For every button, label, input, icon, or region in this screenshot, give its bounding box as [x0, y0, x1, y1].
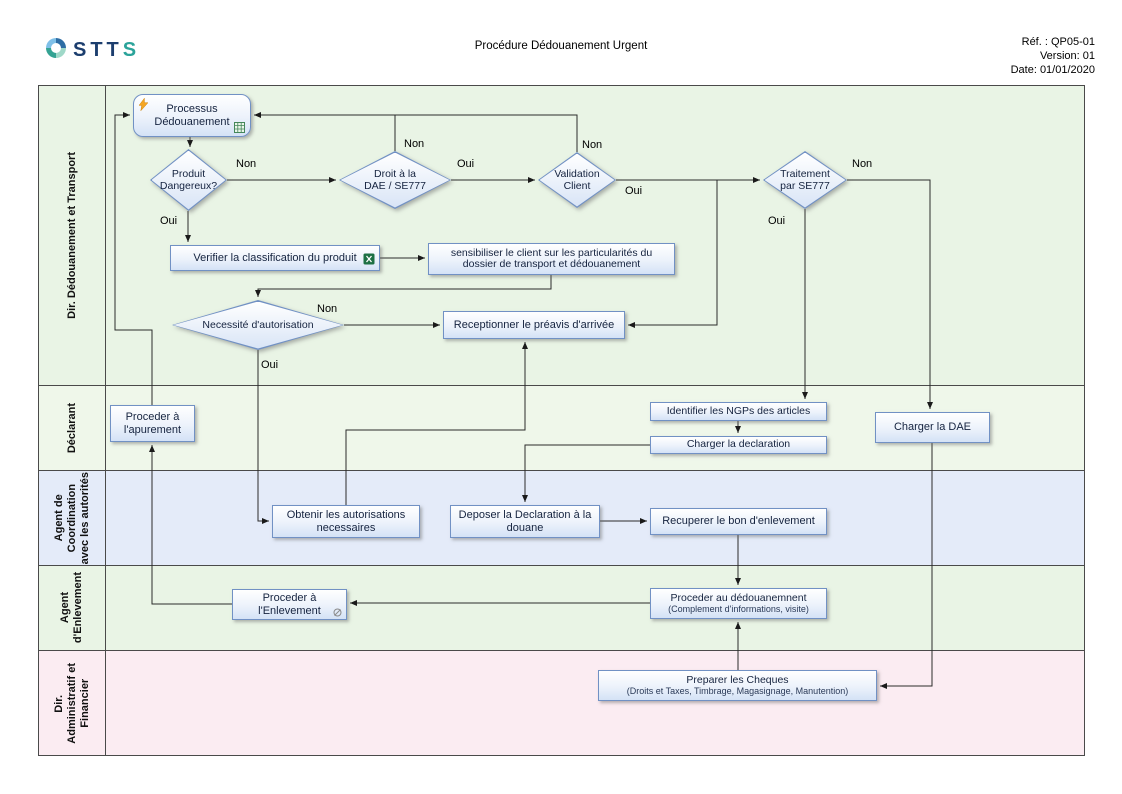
node-processus-dedouanement: Processus Dédouanement	[133, 94, 251, 137]
node-proceder-dedouanement: Proceder au dédouanemnent (Complement d'…	[650, 588, 827, 619]
node-charger-dae: Charger la DAE	[875, 412, 990, 443]
edge-label-oui: Oui	[457, 158, 475, 170]
lane-label: Dir. Dédouanement et Transport	[39, 86, 106, 385]
edge-label-non: Non	[582, 139, 603, 151]
node-sensibiliser-client: sensibiliser le client sur les particula…	[428, 243, 675, 275]
node-produit-dangereux: Produit Dangereux?	[150, 149, 227, 211]
link-icon	[333, 608, 342, 617]
lane-label: Agent d'Enlevement	[39, 566, 106, 650]
node-preparer-cheques: Preparer les Cheques (Droits et Taxes, T…	[598, 670, 877, 701]
edge-label-non: Non	[317, 303, 338, 315]
node-droit-dae-se777: Droit à la DAE / SE777	[339, 151, 451, 209]
node-traitement-se777: Traitement par SE777	[763, 151, 847, 209]
stts-logo-icon	[44, 36, 68, 65]
edge-label-oui: Oui	[768, 215, 786, 227]
node-charger-declaration: Charger la declaration	[650, 436, 827, 454]
page-title: Procédure Dédouanement Urgent	[474, 40, 648, 52]
edge-label-non: Non	[404, 138, 425, 150]
lane-agent-enlevement: Agent d'Enlevement	[38, 565, 1085, 651]
stts-logo: STTS	[44, 36, 140, 65]
edge-label-oui: Oui	[625, 185, 643, 197]
edge-label-non: Non	[236, 158, 257, 170]
node-proceder-apurement: Proceder à l'apurement	[110, 405, 195, 442]
node-identifier-ngps: Identifier les NGPs des articles	[650, 402, 827, 421]
logo-text: STTS	[73, 39, 141, 61]
node-necessite-autorisation: Necessité d'autorisation	[172, 300, 344, 350]
lightning-icon	[139, 98, 148, 111]
lane-dir-admin-financier: Dir. Administratif et Financier	[38, 650, 1085, 756]
node-proceder-enlevement: Proceder à l'Enlevement	[232, 589, 347, 620]
lane-label: Dir. Administratif et Financier	[39, 651, 106, 755]
edge-label-oui: Oui	[160, 215, 178, 227]
node-deposer-declaration: Deposer la Declaration à la douane	[450, 505, 600, 538]
table-icon	[234, 122, 245, 133]
excel-icon	[363, 253, 375, 265]
edge-label-non: Non	[852, 158, 873, 170]
doc-version: Version: 01	[1039, 50, 1095, 62]
lane-label: Agent de Coordination avec les autorités	[39, 471, 106, 565]
node-receptionner-preavis: Receptionner le préavis d'arrivée	[443, 311, 625, 339]
node-obtenir-autorisations: Obtenir les autorisations necessaires	[272, 505, 420, 538]
node-verifier-classification: Verifier la classification du produit	[170, 245, 380, 271]
node-recuperer-bon: Recuperer le bon d'enlevement	[650, 508, 827, 535]
document-meta: Réf. : QP05-01 Version: 01 Date: 01/01/2…	[1011, 35, 1095, 77]
doc-ref: Réf. : QP05-01	[1021, 36, 1095, 48]
lane-label: Déclarant	[39, 386, 106, 470]
doc-date: Date: 01/01/2020	[1010, 64, 1095, 76]
edge-label-oui: Oui	[261, 359, 279, 371]
node-validation-client: Validation Client	[538, 152, 616, 208]
